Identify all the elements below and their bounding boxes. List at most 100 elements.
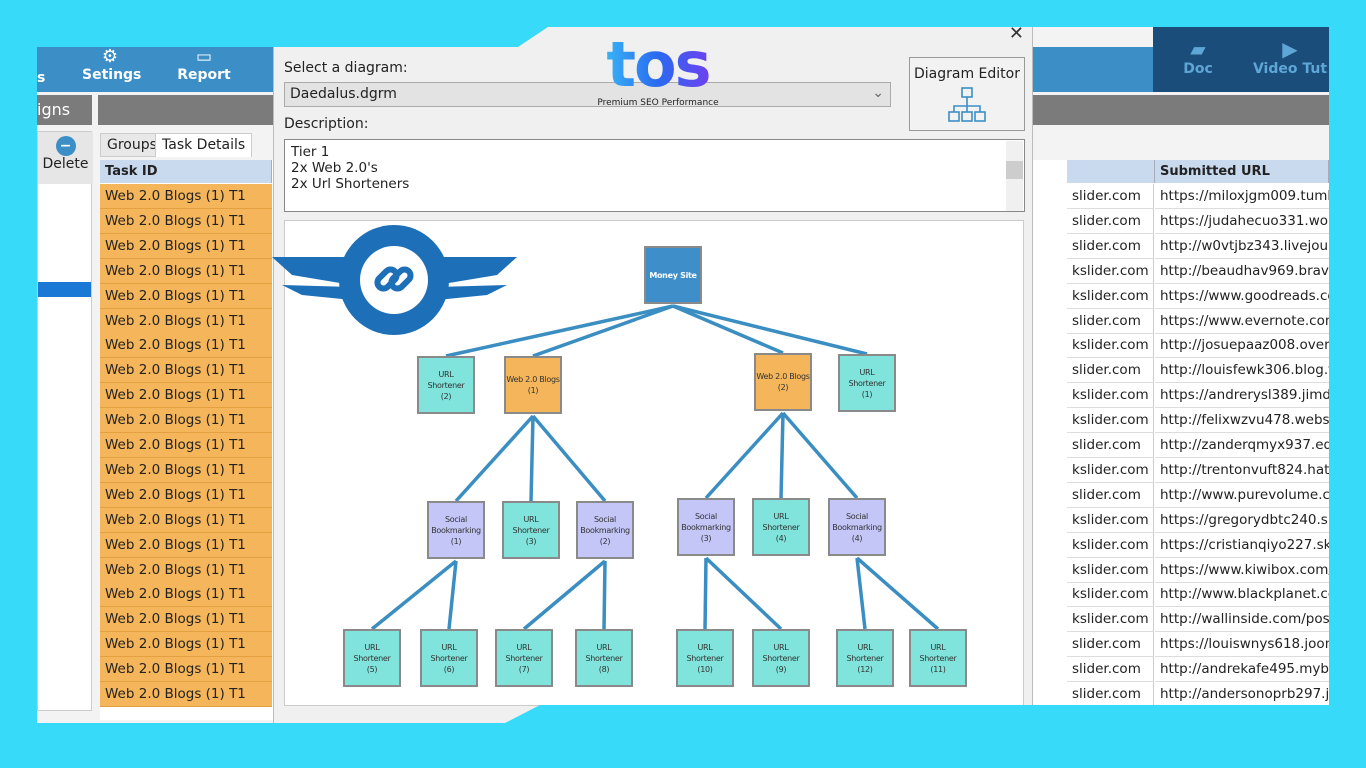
task-id-cell[interactable]: Web 2.0 Blogs (1) T1 [100,582,272,608]
toolbar-report[interactable]: ▭ Report [175,47,233,83]
url-cell[interactable]: https://andrerysl389.jimdo.com/ [1155,383,1329,409]
scrollbar[interactable] [1006,141,1023,211]
task-id-cell[interactable]: Web 2.0 Blogs (1) T1 [100,607,272,633]
header-submitted-url[interactable]: Submitted URL [1155,160,1329,183]
diagram-node-u6[interactable]: URL Shortener(6) [420,629,478,687]
task-id-cell[interactable]: Web 2.0 Blogs (1) T1 [100,358,272,384]
diagram-node-u4[interactable]: URL Shortener(4) [752,498,810,556]
url-cell[interactable]: https://judahecuo331.wordpress [1155,209,1329,234]
diagram-node-s1[interactable]: Social Bookmarking(1) [427,501,485,559]
url-cell[interactable]: https://miloxjgm009.tumblr.com [1155,184,1329,209]
selected-campaign[interactable] [38,282,91,297]
url-cell[interactable]: http://andrekafe495.myblog.de/a [1155,657,1329,683]
task-id-cell[interactable]: Web 2.0 Blogs (1) T1 [100,184,272,209]
site-cell[interactable]: slider.com [1067,632,1154,658]
url-cell[interactable]: http://andersonoprb297.jigsy.com [1155,682,1329,707]
description-textarea[interactable]: Tier 1 2x Web 2.0's 2x Url Shorteners [284,139,1025,212]
diagram-node-u3[interactable]: URL Shortener(3) [502,501,560,559]
diagram-node-u11[interactable]: URL Shortener(11) [909,629,967,687]
close-button[interactable]: ✕ [1008,27,1024,44]
site-cell[interactable]: kslider.com [1067,607,1154,633]
site-cell[interactable]: slider.com [1067,657,1154,683]
task-id-cell[interactable]: Web 2.0 Blogs (1) T1 [100,507,272,533]
url-cell[interactable]: http://louisfewk306.blog.fc2.com [1155,358,1329,384]
diagram-node-s3[interactable]: Social Bookmarking(3) [677,498,735,556]
site-cell[interactable]: kslider.com [1067,383,1154,409]
toolbar-item-campaigns[interactable]: s [37,70,46,86]
task-id-cell[interactable]: Web 2.0 Blogs (1) T1 [100,283,272,309]
task-id-cell[interactable]: Web 2.0 Blogs (1) T1 [100,208,272,234]
toolbar-video-tut[interactable]: ▶ Video Tut [1251,37,1329,77]
task-id-cell[interactable]: Web 2.0 Blogs (1) T1 [100,632,272,658]
site-cell[interactable]: kslider.com [1067,333,1154,359]
site-cell[interactable]: slider.com [1067,682,1154,707]
url-cell[interactable]: https://www.evernote.com/shard [1155,309,1329,334]
diagram-node-w1[interactable]: Web 2.0 Blogs(1) [504,356,562,414]
site-cell[interactable]: kslider.com [1067,258,1154,284]
url-cell[interactable]: http://felixwzvu478.webs.com/ap [1155,408,1329,434]
diagram-node-m[interactable]: Money Site [644,246,702,304]
diagram-node-s2[interactable]: Social Bookmarking(2) [576,501,634,559]
task-id-cell[interactable]: Web 2.0 Blogs (1) T1 [100,557,272,583]
site-cell[interactable]: kslider.com [1067,507,1154,533]
site-cell[interactable]: slider.com [1067,233,1154,259]
task-id-cell[interactable]: Web 2.0 Blogs (1) T1 [100,383,272,409]
tab-task-details[interactable]: Task Details [155,133,253,157]
site-cell[interactable]: slider.com [1067,358,1154,384]
toolbar-settings[interactable]: ⚙ Setings [82,47,141,84]
task-id-cell[interactable]: Web 2.0 Blogs (1) T1 [100,532,272,558]
header-site[interactable] [1067,160,1155,183]
site-cell[interactable]: slider.com [1067,433,1154,458]
site-cell[interactable]: slider.com [1067,208,1154,234]
task-id-cell[interactable]: Web 2.0 Blogs (1) T1 [100,657,272,683]
url-cell[interactable]: https://www.kiwibox.com/zander [1155,558,1329,583]
diagram-editor-button[interactable]: Diagram Editor [909,57,1025,131]
diagram-node-u10[interactable]: URL Shortener(10) [676,629,734,687]
task-id-cell[interactable]: Web 2.0 Blogs (1) T1 [100,457,272,483]
task-id-cell[interactable]: Web 2.0 Blogs (1) T1 [100,482,272,508]
diagram-node-u7[interactable]: URL Shortener(7) [495,629,553,687]
task-id-cell[interactable]: Web 2.0 Blogs (1) T1 [100,308,272,334]
diagram-select[interactable]: Daedalus.dgrm ⌄ [284,82,891,107]
task-id-cell[interactable]: Web 2.0 Blogs (1) T1 [100,333,272,359]
url-cell[interactable]: https://www.goodreads.com/top [1155,284,1329,309]
url-cell[interactable]: http://zanderqmyx937.edublogs. [1155,433,1329,458]
site-cell[interactable]: slider.com [1067,308,1154,334]
diagram-node-u1[interactable]: URL Shortener(1) [838,354,896,412]
task-id-cell[interactable]: Web 2.0 Blogs (1) T1 [100,233,272,259]
diagram-node-s4[interactable]: Social Bookmarking(4) [828,498,886,556]
url-cell[interactable]: https://cristianqiyo227.skyrock.c [1155,533,1329,558]
url-cell[interactable]: http://www.purevolume.com/list [1155,483,1329,508]
url-cell[interactable]: http://beaudhav969.bravesites.c [1155,259,1329,284]
task-id-cell[interactable]: Web 2.0 Blogs (1) T1 [100,258,272,284]
task-id-cell[interactable]: Web 2.0 Blogs (1) T1 [100,433,272,458]
site-cell[interactable]: kslider.com [1067,532,1154,558]
delete-button[interactable]: − Delete [38,132,93,184]
site-cell[interactable]: slider.com [1067,184,1154,209]
site-cell[interactable]: kslider.com [1067,283,1154,309]
task-id-cell[interactable]: Web 2.0 Blogs (1) T1 [100,682,272,707]
url-cell[interactable]: http://w0vtjbz343.livejournal.com [1155,234,1329,259]
site-cell[interactable]: kslider.com [1067,457,1154,483]
site-cell[interactable]: slider.com [1067,482,1154,508]
diagram-node-u9[interactable]: URL Shortener(9) [752,629,810,687]
url-cell[interactable]: https://louiswnys618.joomla.com [1155,632,1329,658]
diagram-node-u5[interactable]: URL Shortener(5) [343,629,401,687]
diagram-node-u2[interactable]: URL Shortener(2) [417,356,475,414]
site-cell[interactable]: kslider.com [1067,557,1154,583]
url-cell[interactable]: http://www.blackplanet.com/you [1155,582,1329,608]
diagram-node-u12[interactable]: URL Shortener(12) [836,629,894,687]
task-id-cell[interactable]: Web 2.0 Blogs (1) T1 [100,408,272,434]
url-cell[interactable]: https://gregorydbtc240.shutterfly [1155,508,1329,533]
url-cell[interactable]: http://josuepaaz008.over-blog.co [1155,333,1329,359]
diagram-node-u8[interactable]: URL Shortener(8) [575,629,633,687]
url-cell[interactable]: http://wallinside.com/post-58307 [1155,607,1329,633]
site-cell[interactable]: kslider.com [1067,408,1154,434]
site-cell[interactable]: kslider.com [1067,582,1154,608]
tab-groups[interactable]: Groups [100,133,164,157]
url-cell[interactable]: http://trentonvuft824.hatenablog [1155,458,1329,483]
header-task-id[interactable]: Task ID [100,160,272,183]
toolbar-doc[interactable]: ▰ Doc [1173,37,1223,77]
diagram-node-w2[interactable]: Web 2.0 Blogs(2) [754,353,812,411]
